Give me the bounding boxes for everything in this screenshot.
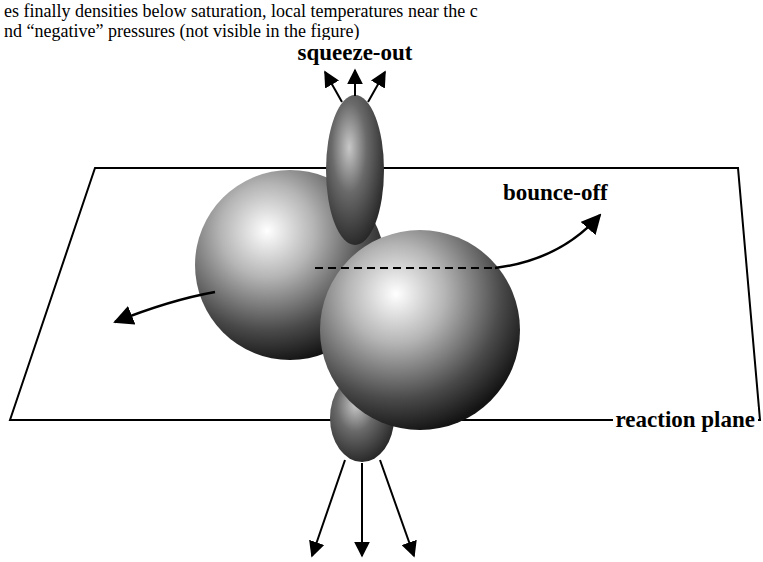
squeeze-arrow-up	[368, 72, 385, 102]
squeeze-arrow-up	[354, 70, 356, 96]
caption-text: es finally densities below saturation, l…	[4, 1, 478, 22]
upper-squeeze-blob	[326, 95, 384, 245]
squeeze-arrow-down	[380, 460, 414, 556]
squeeze-arrow-down	[361, 463, 363, 556]
bounce-arrow-left	[115, 292, 215, 322]
squeeze-out-label: squeeze-out	[295, 40, 416, 66]
caption-text: nd “negative” pressures (not visible in …	[4, 21, 359, 42]
squeeze-arrow-down	[312, 460, 345, 556]
reaction-plane-label: reaction plane	[613, 407, 758, 433]
right-nucleus	[320, 230, 520, 430]
bounce-arrow-right	[495, 215, 600, 268]
collision-axis	[315, 267, 495, 269]
bounce-off-label: bounce-off	[500, 180, 611, 206]
squeeze-arrow-up	[325, 72, 342, 102]
